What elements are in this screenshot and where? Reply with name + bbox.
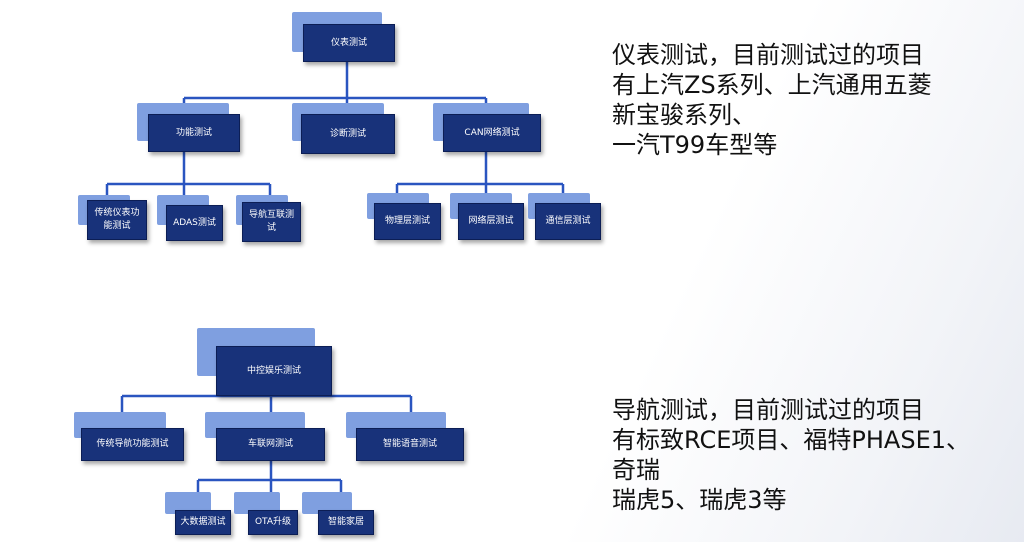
text-line: 新宝骏系列、 [612,101,756,129]
text-line: 奇瑞 [612,456,660,484]
text-line: 有标致RCE项目、福特PHASE1、 [612,426,971,454]
instrument-test-description: 仪表测试，目前测试过的项目 有上汽ZS系列、上汽通用五菱 新宝骏系列、 一汽T9… [612,40,932,160]
text-line: 仪表测试，目前测试过的项目 [612,41,924,69]
text-line: 有上汽ZS系列、上汽通用五菱 [612,71,932,99]
text-line: 瑞虎5、瑞虎3等 [612,486,787,514]
background-shade [504,0,1024,542]
text-line: 导航测试，目前测试过的项目 [612,396,924,424]
text-line: 一汽T99车型等 [612,131,778,159]
navigation-test-description: 导航测试，目前测试过的项目 有标致RCE项目、福特PHASE1、 奇瑞 瑞虎5、… [612,395,970,515]
